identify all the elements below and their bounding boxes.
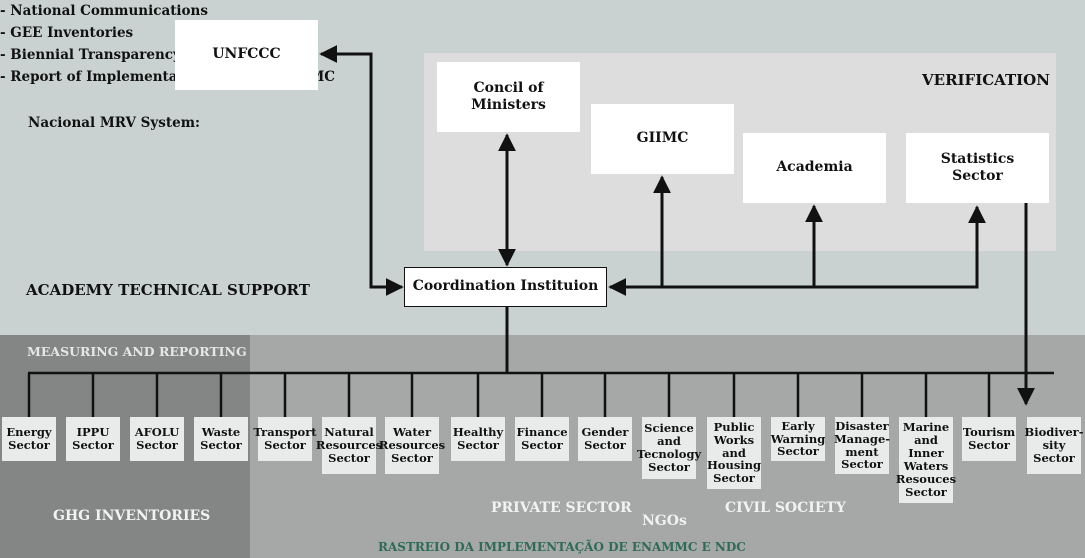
tracking-label: RASTREIO DA IMPLEMENTAÇÃO DE ENAMMC E ND… [378, 540, 746, 554]
academia-label: Academia [776, 159, 853, 176]
sector-label: Water Resources Sector [378, 425, 446, 465]
sector-marine-waters: Marine and Inner Waters Resouces Sector [895, 417, 957, 503]
academia-box: Academia [743, 133, 886, 203]
coordination-box: Coordination Instituion [404, 267, 607, 307]
ghg-inventories-label: GHG INVENTORIES [53, 508, 211, 524]
sector-biodiversity: Biodiver-sity Sector [1024, 417, 1084, 474]
giimc-label: GIIMC [636, 130, 689, 147]
unfccc-label: UNFCCC [212, 46, 281, 63]
sector-label: AFOLU Sector [134, 425, 180, 452]
sector-healthy: Healthy Sector [451, 417, 505, 461]
sector-label: Public Works and Housing Sector [706, 419, 762, 486]
measuring-reporting-label: MEASURING AND REPORTING [27, 344, 247, 359]
ministers-box: Concil of Ministers [437, 62, 580, 132]
sector-label: Gender Sector [581, 425, 629, 452]
sector-natural-resources: Natural Resources Sector [316, 417, 382, 474]
mrv-title: Nacional MRV System: [28, 115, 200, 131]
sector-afolu: AFOLU Sector [130, 417, 184, 461]
verification-title: VERIFICATION [922, 71, 1050, 89]
sector-disaster-management: Disaster Manage-ment Sector [833, 417, 891, 474]
sector-ippu: IPPU Sector [66, 417, 120, 461]
sector-label: IPPU Sector [72, 425, 114, 452]
giimc-box: GIIMC [591, 104, 734, 174]
sector-public-works: Public Works and Housing Sector [707, 417, 761, 489]
sector-label: Energy Sector [6, 425, 52, 452]
verification-bus [608, 205, 986, 296]
coordination-label: Coordination Instituion [412, 278, 599, 295]
sector-tourism: Tourism Sector [962, 417, 1016, 461]
sector-science-technology: Science and Tecnology Sector [637, 417, 701, 479]
statistics-label: Statistics Sector [940, 150, 1015, 185]
mrv-item: - National Communications [0, 3, 208, 19]
sector-label: Disaster Manage-ment Sector [833, 418, 891, 472]
unfccc-box: UNFCCC [175, 20, 318, 90]
academy-support-label: ACADEMY TECHNICAL SUPPORT [26, 281, 310, 299]
sector-energy: Energy Sector [2, 417, 56, 461]
private-sector-label: PRIVATE SECTOR [491, 500, 632, 516]
sector-label: Science and Tecnology Sector [636, 421, 702, 474]
unfccc-link [319, 45, 404, 296]
sector-waste: Waste Sector [194, 417, 248, 461]
sector-gender: Gender Sector [578, 417, 632, 461]
civil-society-label: CIVIL SOCIETY [725, 500, 846, 516]
sector-label: Biodiver-sity Sector [1024, 425, 1084, 465]
ministers-label: Concil of Ministers [471, 79, 546, 114]
sector-label: Marine and Inner Waters Resouces Sector [895, 420, 957, 499]
sector-drops [27, 373, 991, 417]
sector-label: Early Warning Sector [770, 418, 826, 459]
sector-label: Transport Sector [253, 425, 317, 452]
sector-label: Finance Sector [516, 425, 568, 452]
statistics-box: Statistics Sector [906, 133, 1049, 203]
ngos-label: NGOs [642, 513, 687, 529]
sector-label: Waste Sector [200, 425, 242, 452]
sector-finance: Finance Sector [515, 417, 569, 461]
sector-label: Natural Resources Sector [315, 425, 383, 465]
sector-water-resources: Water Resources Sector [379, 417, 445, 474]
sector-early-warning: Early Warning Sector [771, 417, 825, 461]
sector-label: Healthy Sector [452, 425, 504, 452]
sector-transport: Transport Sector [253, 417, 317, 461]
sector-label: Tourism Sector [962, 425, 1016, 452]
mrv-item: - GEE Inventories [0, 25, 134, 41]
